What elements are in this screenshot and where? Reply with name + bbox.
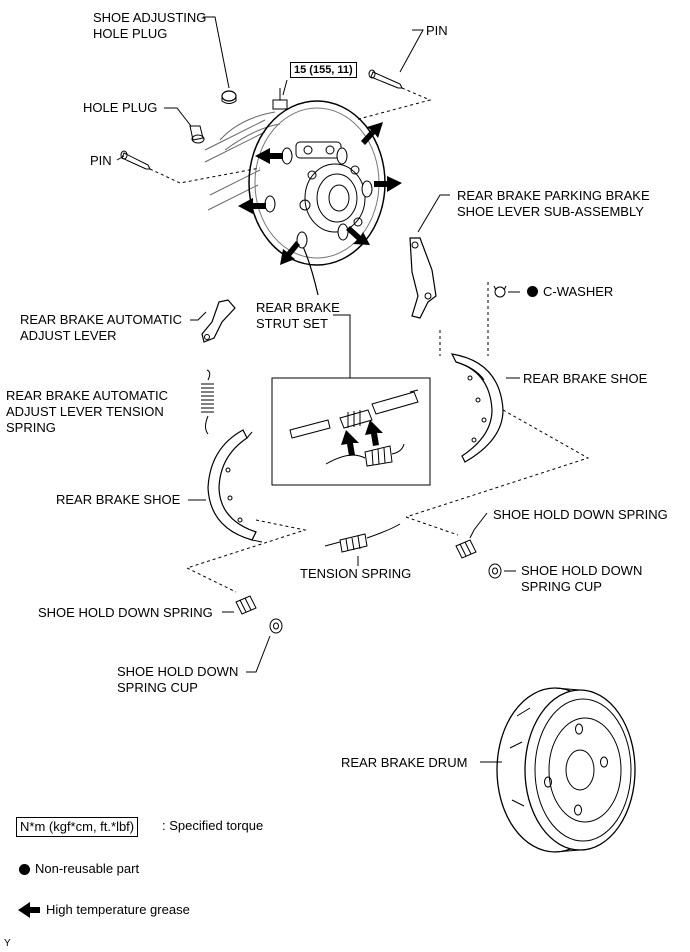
- torque-spec-badge: 15 (155, 11): [290, 62, 357, 78]
- dashed-shoe-left: [185, 519, 307, 593]
- legend-grease-text: High temperature grease: [46, 902, 190, 917]
- dashed-c-washer: [439, 282, 489, 356]
- backing-plate-assembly: [204, 100, 386, 296]
- rear-brake-shoe-left-part: [207, 429, 263, 543]
- strut-set-parts: [289, 389, 419, 467]
- hold-down-cup-right-part: [488, 563, 502, 579]
- c-washer-part: [493, 285, 507, 298]
- hold-down-spring-left-part: [235, 595, 257, 615]
- parking-brake-lever-part: [409, 237, 437, 319]
- auto-adjust-spring-part: [201, 369, 214, 435]
- grease-arrows-plate: [238, 122, 402, 265]
- label-auto-adjust-spring: REAR BRAKE AUTOMATIC ADJUST LEVER TENSIO…: [6, 388, 169, 435]
- hold-down-spring-right-part: [455, 539, 477, 559]
- pin-top-part: [368, 69, 403, 89]
- legend-torque-unit-box: N*m (kgf*cm, ft.*lbf): [16, 817, 139, 837]
- leader-hold-down-spring-right: [469, 512, 488, 539]
- leader-auto-adjust-lever: [190, 311, 207, 321]
- legend-non-reusable-text: Non-reusable part: [35, 861, 140, 876]
- legend-torque-text: : Specified torque: [162, 818, 264, 833]
- pin-left-part: [120, 150, 151, 170]
- label-tension-spring: TENSION SPRING: [300, 566, 412, 581]
- label-rear-brake-shoe-left: REAR BRAKE SHOE: [56, 492, 181, 507]
- label-hole-plug: HOLE PLUG: [83, 100, 158, 115]
- auto-adjust-lever-part: [201, 299, 236, 343]
- label-rear-brake-shoe-right: REAR BRAKE SHOE: [523, 371, 648, 386]
- label-pin-left: PIN: [90, 153, 112, 168]
- leader-torque: [282, 79, 288, 96]
- label-auto-adjust-lever: REAR BRAKE AUTOMATIC ADJUST LEVER: [20, 312, 183, 343]
- label-hold-down-spring-right: SHOE HOLD DOWN SPRING: [493, 507, 668, 522]
- label-hold-down-cup-right: SHOE HOLD DOWN SPRING CUP: [521, 563, 643, 594]
- tension-spring-part: [324, 523, 401, 553]
- legend-grease-arrow-icon: [18, 902, 40, 918]
- leader-parking-lever: [417, 194, 450, 233]
- label-shoe-adjusting-hole-plug: SHOE ADJUSTING HOLE PLUG: [93, 10, 207, 41]
- legend-non-reusable-dot-icon: [19, 864, 30, 875]
- leader-hole-plug: [164, 107, 192, 127]
- leader-hold-down-cup-left: [246, 635, 271, 673]
- hold-down-cup-left-part: [269, 618, 283, 634]
- leader-pin-top: [399, 29, 424, 73]
- grease-arrows-strut: [341, 420, 383, 456]
- brake-drum-part: [496, 687, 636, 853]
- dashed-pin-left: [149, 167, 261, 184]
- label-strut-set: REAR BRAKE STRUT SET: [256, 300, 340, 331]
- rear-brake-shoe-right-part: [450, 353, 504, 463]
- corner-mark: Y: [4, 938, 11, 949]
- leader-pin-left: [116, 155, 125, 161]
- label-rear-brake-drum: REAR BRAKE DRUM: [341, 755, 468, 770]
- label-hold-down-cup-left: SHOE HOLD DOWN SPRING CUP: [117, 664, 239, 695]
- dashed-pin-top: [354, 87, 432, 121]
- label-parking-lever: REAR BRAKE PARKING BRAKE SHOE LEVER SUB-…: [457, 188, 650, 219]
- label-pin-top: PIN: [426, 23, 448, 38]
- non-reusable-dot-icon: [527, 286, 538, 297]
- leader-shoe-adjusting-hole-plug: [203, 16, 230, 89]
- label-c-washer: C-WASHER: [543, 284, 614, 299]
- strut-set-box: [271, 377, 431, 486]
- shoe-adjusting-hole-plug-part: [221, 90, 237, 104]
- bleeder-plug-part: [272, 88, 288, 110]
- hole-plug-part: [189, 125, 205, 144]
- leader-strut-set: [333, 314, 351, 378]
- label-hold-down-spring-left: SHOE HOLD DOWN SPRING: [38, 605, 213, 620]
